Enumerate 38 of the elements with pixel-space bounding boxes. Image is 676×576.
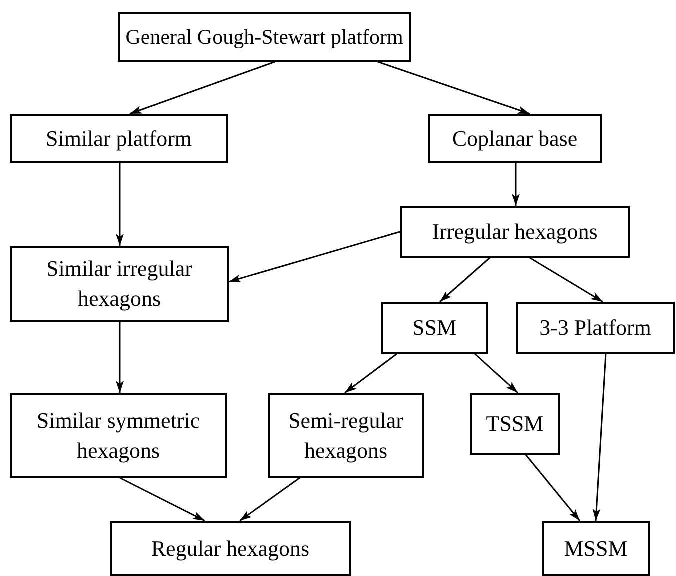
node-label: Regular hexagons bbox=[151, 534, 310, 563]
process-box bbox=[542, 521, 650, 576]
node-label: MSSM bbox=[564, 534, 628, 563]
arrow bbox=[525, 454, 581, 522]
process-box bbox=[110, 521, 351, 576]
arrow bbox=[512, 163, 520, 206]
node-label: Semi-regular hexagons bbox=[288, 406, 404, 465]
process-box bbox=[400, 206, 630, 258]
node-label: Similar platform bbox=[46, 124, 192, 153]
process-box bbox=[10, 393, 227, 478]
process-box bbox=[10, 246, 229, 322]
arrow bbox=[228, 231, 400, 283]
process-box bbox=[10, 114, 228, 163]
process-box bbox=[516, 302, 675, 354]
process-box bbox=[470, 393, 560, 455]
arrow bbox=[120, 477, 206, 522]
arrow bbox=[378, 61, 530, 115]
arrow bbox=[116, 322, 124, 393]
arrow bbox=[344, 353, 398, 394]
arrow bbox=[240, 477, 300, 522]
process-box bbox=[428, 114, 602, 163]
node-label: Similar irregular hexagons bbox=[45, 255, 194, 313]
arrow bbox=[440, 257, 490, 303]
node-label: TSSM bbox=[486, 410, 544, 438]
arrow bbox=[530, 257, 604, 303]
node-label: Similar symmetric hexagons bbox=[36, 406, 202, 465]
process-box bbox=[118, 12, 411, 62]
node-label: 3-3 Platform bbox=[540, 314, 652, 342]
arrow bbox=[116, 163, 124, 246]
node-label: General Gough-Stewart platform bbox=[126, 24, 404, 51]
node-label: Coplanar base bbox=[452, 124, 578, 153]
arrow bbox=[474, 353, 518, 394]
node-label: Irregular hexagons bbox=[432, 218, 598, 246]
arrow bbox=[130, 61, 276, 115]
process-box bbox=[268, 393, 424, 478]
arrow bbox=[592, 354, 607, 522]
process-box bbox=[381, 302, 488, 354]
node-label: SSM bbox=[412, 314, 457, 342]
